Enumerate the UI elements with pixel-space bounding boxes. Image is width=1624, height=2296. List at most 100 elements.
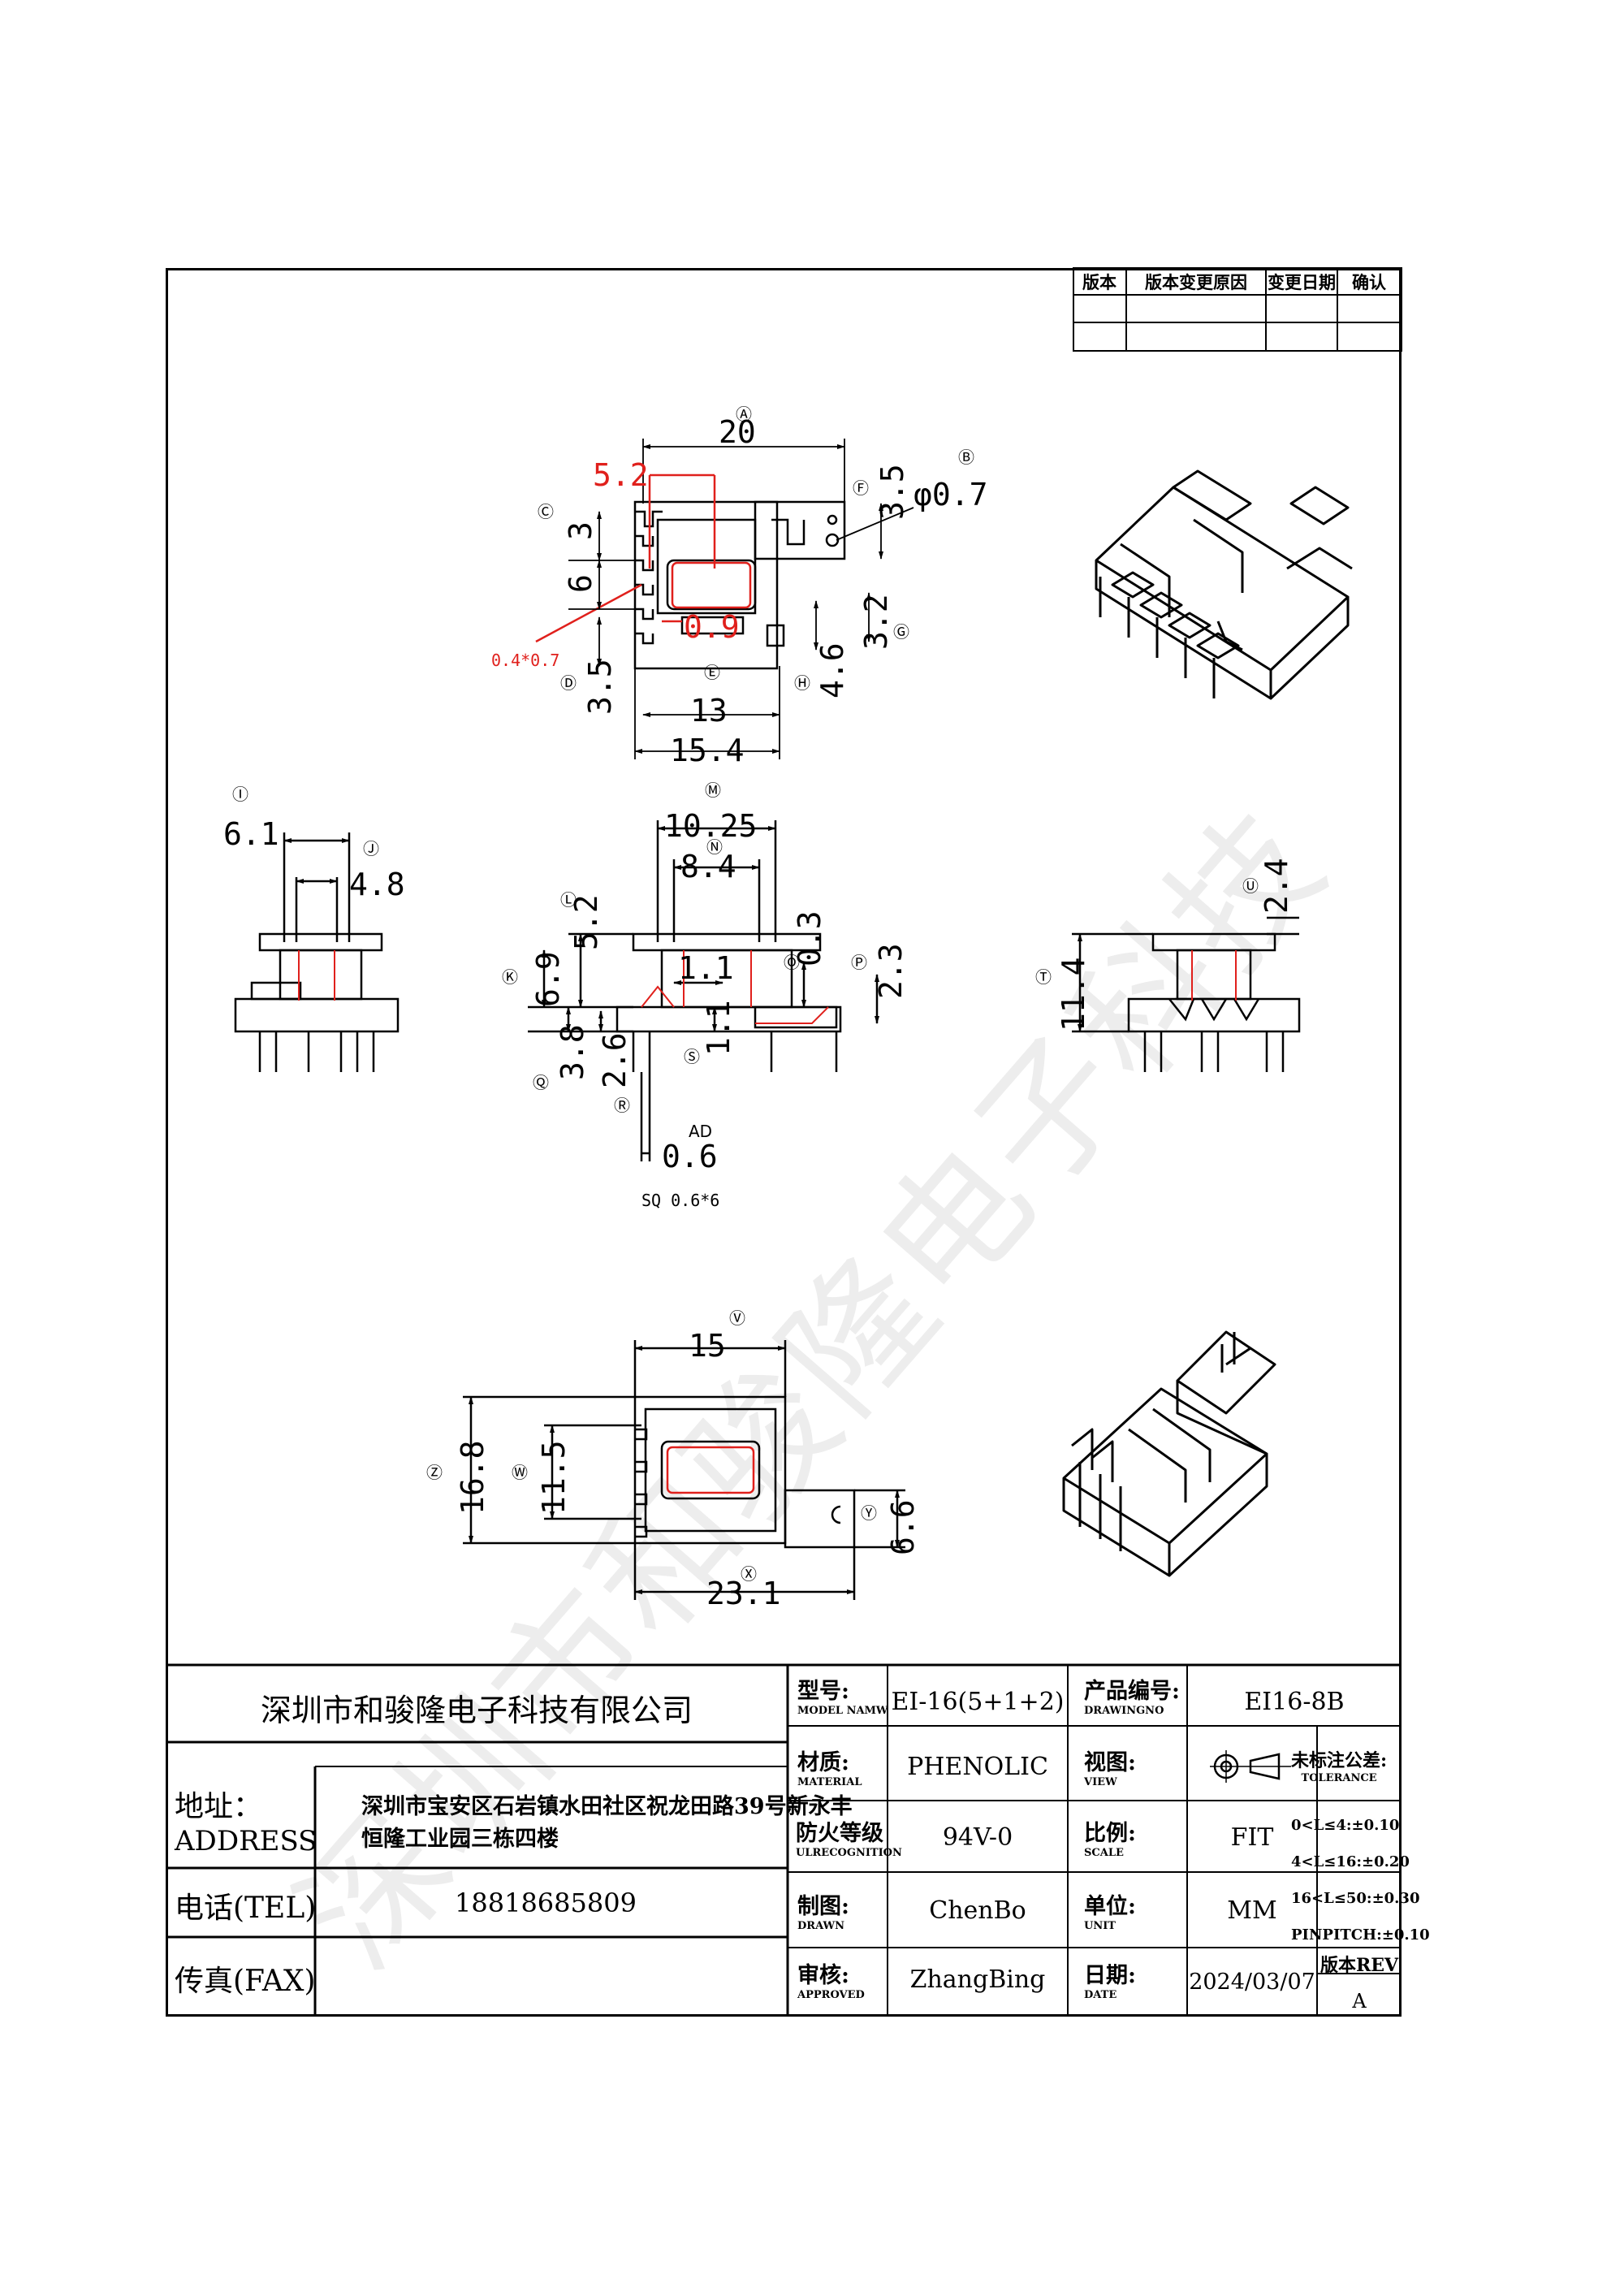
dim-top-20: 20 bbox=[719, 414, 756, 450]
dim-front-2-6: 2.6 bbox=[597, 1032, 633, 1088]
fire-value: 94V-0 bbox=[942, 1823, 1013, 1852]
label-B: Ⓑ bbox=[958, 448, 974, 467]
label-F: Ⓕ bbox=[853, 478, 869, 498]
address-value: 深圳市宝安区石岩镇水田社区祝龙田路39号新永丰 恒隆工业园三栋四楼 bbox=[361, 1791, 853, 1856]
dim-front-5-2: 5.2 bbox=[568, 894, 604, 950]
dim-top-3-5-right: 3.5 bbox=[875, 464, 910, 520]
label-E: Ⓔ bbox=[704, 663, 720, 682]
dim-side-4-8: 4.8 bbox=[349, 867, 405, 902]
label-Q: Ⓠ bbox=[533, 1073, 549, 1092]
tolerance-row-3: 16<L≤50:±0.30 bbox=[1291, 1890, 1420, 1907]
unit-label: 单位: UNIT bbox=[1084, 1888, 1136, 1932]
address-line-2: 恒隆工业园三栋四楼 bbox=[361, 1827, 559, 1852]
bottom-view-drawing bbox=[463, 1340, 905, 1600]
drawingno-label-en: DRAWINGNO bbox=[1084, 1705, 1164, 1717]
label-I: Ⓘ bbox=[232, 785, 248, 804]
front-view-center-red bbox=[641, 950, 829, 1024]
date-value: 2024/03/07 bbox=[1189, 1970, 1315, 1995]
top-view-dim-lines bbox=[568, 439, 914, 759]
side-view-left-red bbox=[298, 950, 335, 1001]
label-L: Ⓛ bbox=[560, 890, 577, 910]
dim-top-0-9: 0.9 bbox=[684, 609, 740, 645]
label-V: Ⓥ bbox=[729, 1308, 745, 1328]
tolerance-row-1: 0<L≤4:±0.10 bbox=[1291, 1817, 1400, 1834]
date-label: 日期: DATE bbox=[1084, 1957, 1136, 2001]
rev-header-version: 版本 bbox=[1082, 272, 1116, 292]
label-W: Ⓦ bbox=[512, 1463, 528, 1482]
label-J: Ⓙ bbox=[363, 839, 379, 858]
label-M: Ⓜ bbox=[705, 780, 721, 800]
label-T: Ⓣ bbox=[1035, 967, 1052, 987]
tel-value: 18818685809 bbox=[455, 1887, 637, 1918]
rev-header-date: 变更日期 bbox=[1268, 272, 1336, 292]
side-view-left bbox=[234, 832, 400, 1072]
dim-top-6: 6 bbox=[563, 574, 598, 593]
dim-front-2-3: 2.3 bbox=[873, 943, 909, 999]
dim-bottom-23-1: 23.1 bbox=[706, 1576, 781, 1611]
model-label-cn: 型号: bbox=[797, 1679, 849, 1704]
dim-top-4-6: 4.6 bbox=[814, 642, 850, 698]
dim-top-13: 13 bbox=[690, 693, 728, 729]
dim-front-8-4: 8.4 bbox=[680, 849, 736, 884]
fire-label-cn: 防火等级 bbox=[796, 1821, 883, 1846]
address-label-cn: 地址： bbox=[175, 1790, 263, 1823]
label-S: Ⓢ bbox=[684, 1047, 700, 1066]
side-view-right-red bbox=[1191, 950, 1237, 1001]
view-label-en: VIEW bbox=[1084, 1776, 1117, 1788]
date-label-cn: 日期: bbox=[1084, 1963, 1136, 1988]
scale-label-cn: 比例: bbox=[1084, 1821, 1136, 1846]
address-label-en: ADDRESS bbox=[175, 1825, 317, 1857]
model-label-en: MODEL NAMW bbox=[797, 1705, 888, 1717]
view-label: 视图: VIEW bbox=[1084, 1745, 1136, 1788]
top-view-drawing bbox=[633, 500, 846, 670]
dim-front-0-3: 0.3 bbox=[792, 910, 827, 966]
label-Y: Ⓨ bbox=[861, 1503, 877, 1523]
tel-label: 电话(TEL) bbox=[175, 1892, 317, 1925]
approved-value: ZhangBing bbox=[909, 1965, 1046, 1994]
drawn-value: ChenBo bbox=[929, 1896, 1026, 1925]
dim-bottom-16-8: 16.8 bbox=[455, 1440, 490, 1515]
fire-label-en: ULRECOGNITION bbox=[796, 1847, 902, 1859]
dim-front-6-9: 6.9 bbox=[530, 951, 566, 1007]
dim-top-15-4: 15.4 bbox=[670, 733, 745, 768]
dim-top-phi-0-7: φ0.7 bbox=[914, 477, 988, 512]
projection-symbol-icon bbox=[1210, 1750, 1291, 1783]
label-X: Ⓧ bbox=[741, 1564, 757, 1584]
scale-label-en: SCALE bbox=[1084, 1847, 1124, 1859]
bottom-view-red bbox=[666, 1446, 755, 1494]
tolerance-label: 未标注公差: TOLERANCE bbox=[1291, 1746, 1387, 1784]
unit-value: MM bbox=[1227, 1896, 1277, 1925]
rev-value: A bbox=[1352, 1990, 1367, 2013]
dim-right-2-4: 2.4 bbox=[1259, 858, 1294, 914]
drawing-frame bbox=[166, 268, 1402, 2017]
top-view-red-marks bbox=[535, 473, 752, 643]
label-H: Ⓗ bbox=[794, 673, 810, 693]
scale-value: FIT bbox=[1230, 1823, 1274, 1852]
label-U: Ⓤ bbox=[1242, 876, 1259, 896]
rev-header-confirm: 确认 bbox=[1352, 272, 1386, 292]
model-value: EI-16(5+1+2) bbox=[891, 1688, 1065, 1716]
label-C: Ⓒ bbox=[538, 502, 554, 521]
iso-view-bottom bbox=[1062, 1330, 1276, 1577]
label-R: Ⓡ bbox=[614, 1096, 630, 1115]
drawingno-label-cn: 产品编号: bbox=[1084, 1679, 1180, 1704]
fax-label: 传真(FAX) bbox=[175, 1965, 316, 1998]
approved-label: 审核: APPROVED bbox=[797, 1957, 865, 2001]
drawn-label-en: DRAWN bbox=[797, 1920, 844, 1932]
material-label: 材质: MATERIAL bbox=[797, 1745, 862, 1788]
title-block-grid bbox=[166, 1663, 1402, 2017]
unit-label-cn: 单位: bbox=[1084, 1894, 1136, 1919]
label-AD: AD bbox=[689, 1122, 712, 1141]
label-A: Ⓐ bbox=[736, 404, 752, 424]
label-G: Ⓖ bbox=[893, 622, 909, 642]
dim-bottom-11-5: 11.5 bbox=[536, 1440, 572, 1515]
dim-front-0-6: 0.6 bbox=[662, 1139, 718, 1174]
dim-top-3-2: 3.2 bbox=[858, 594, 894, 650]
label-D: Ⓓ bbox=[560, 673, 577, 693]
pin-size-note: SQ 0.6*6 bbox=[641, 1191, 719, 1210]
front-view-center bbox=[528, 820, 879, 1161]
date-label-en: DATE bbox=[1084, 1989, 1117, 2001]
dim-right-11-4: 11.4 bbox=[1056, 957, 1091, 1031]
dim-top-5-2: 5.2 bbox=[593, 457, 649, 493]
